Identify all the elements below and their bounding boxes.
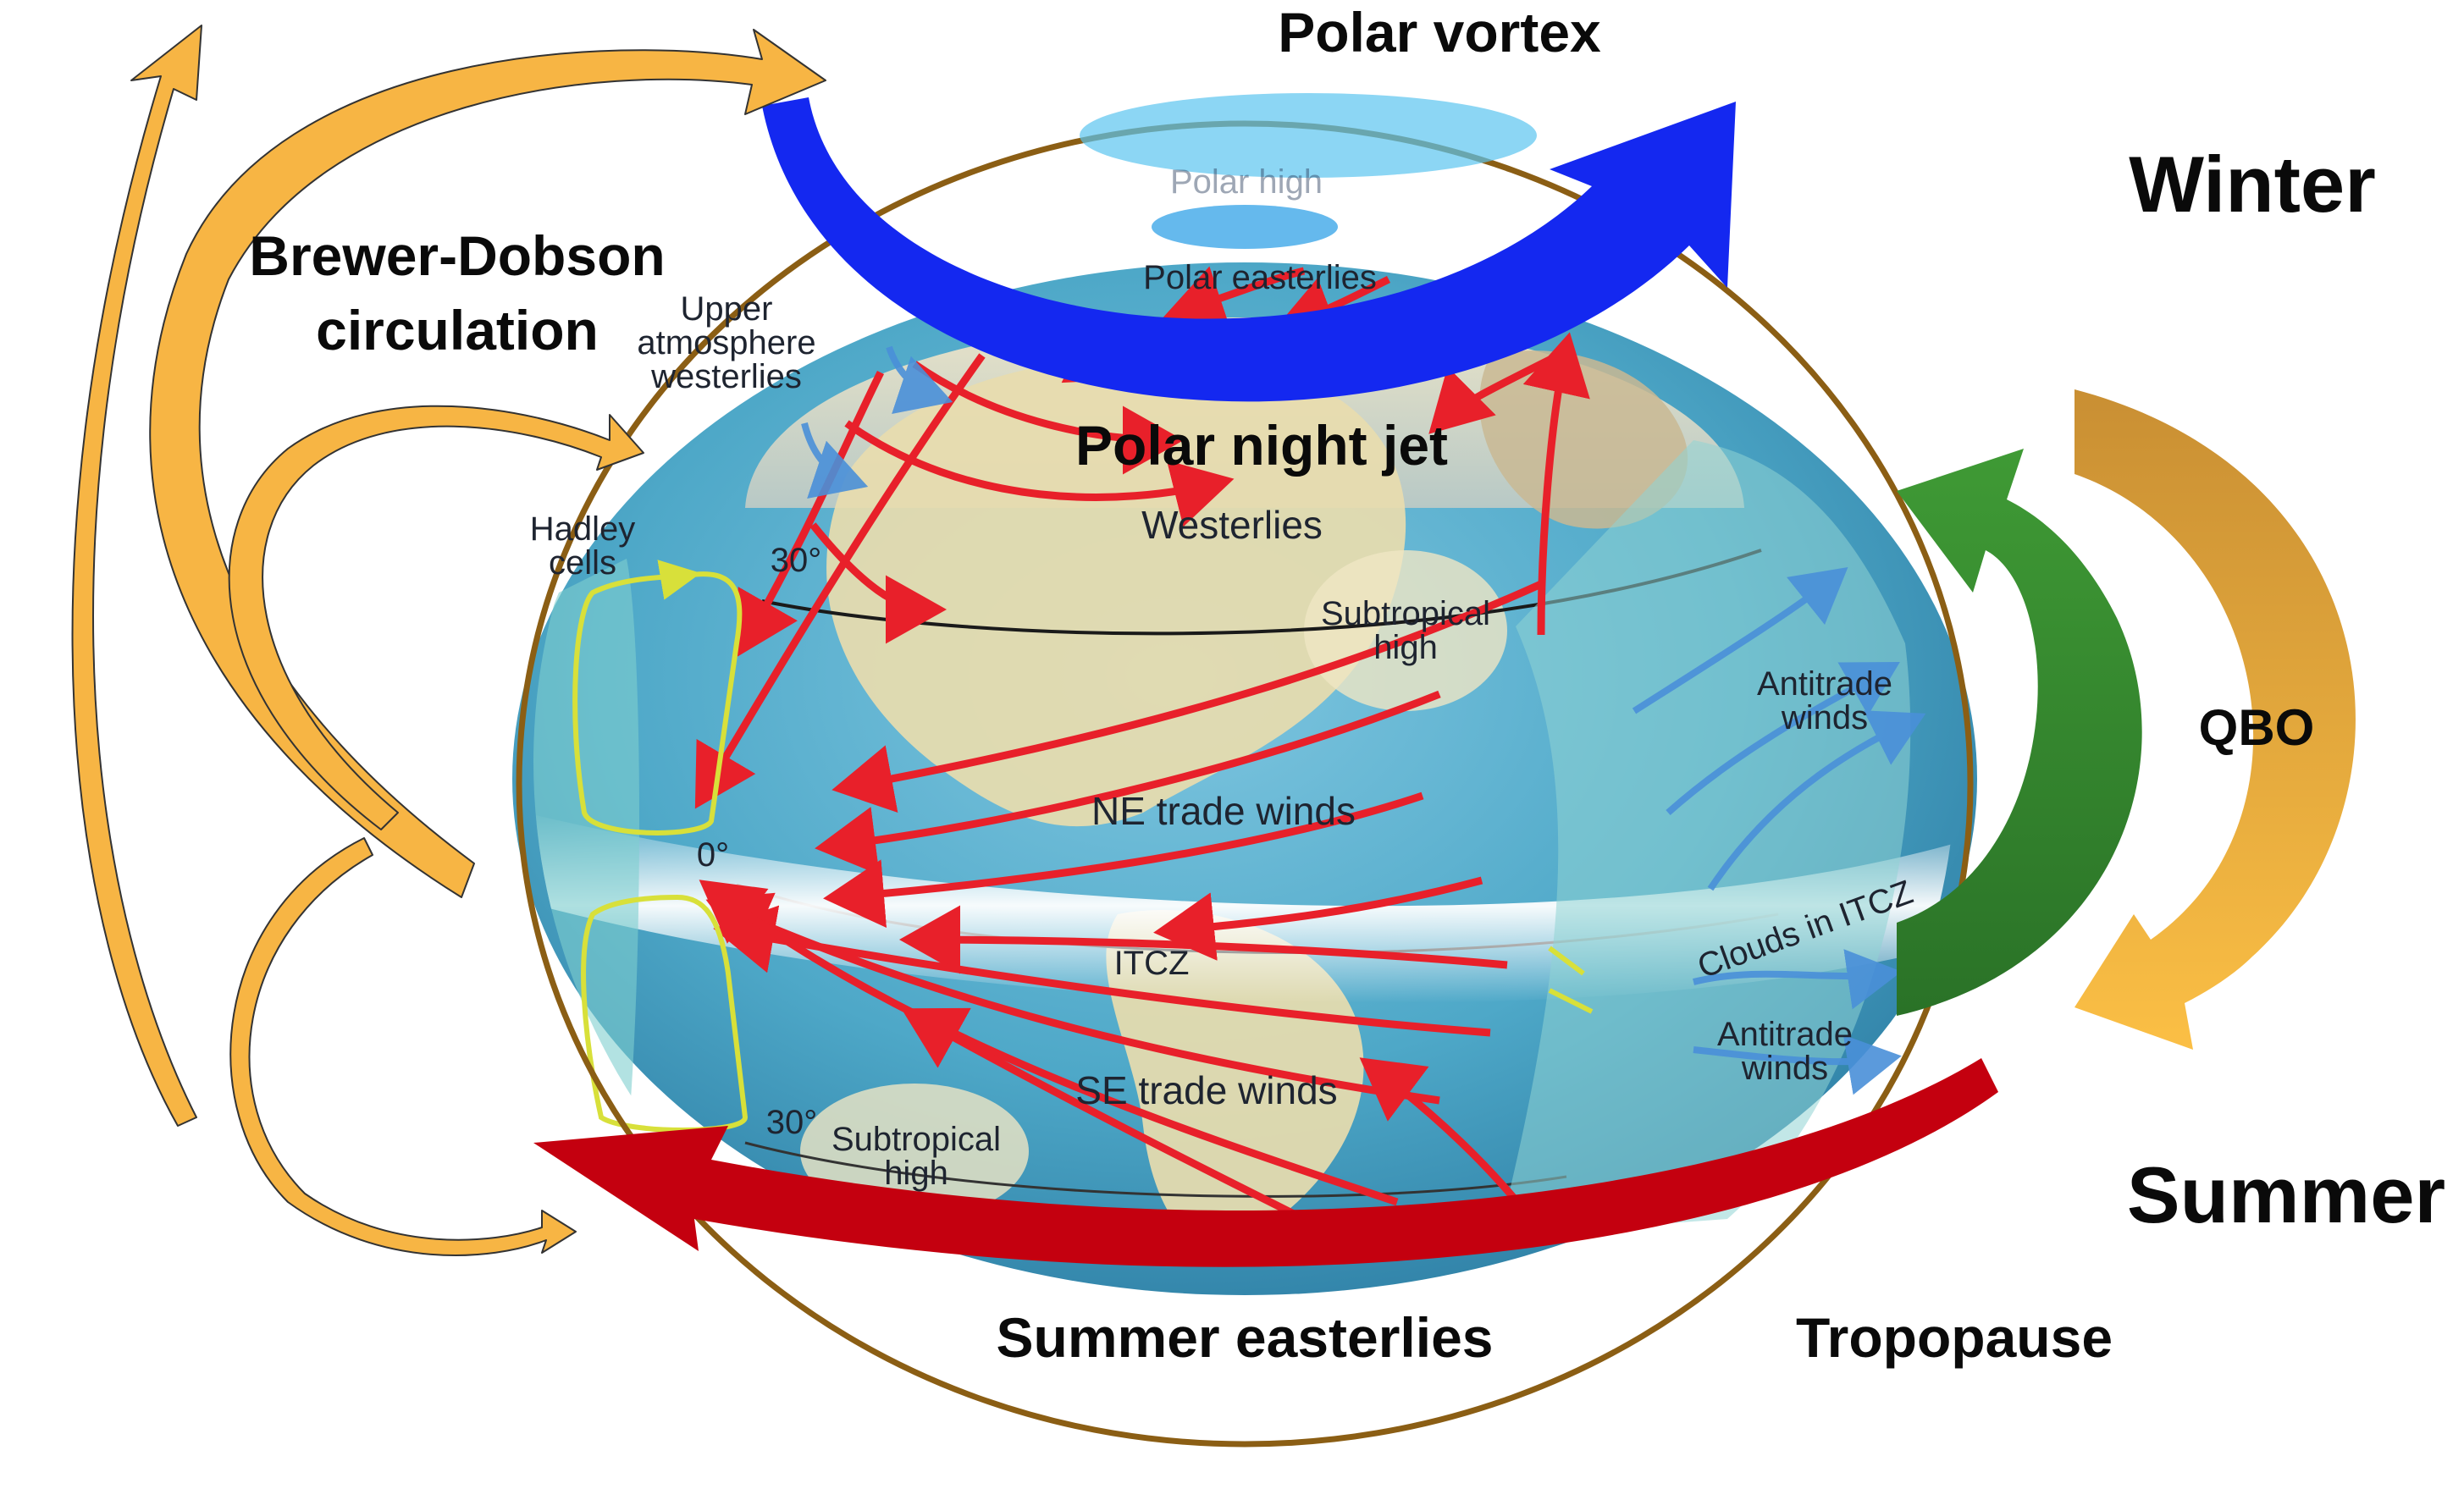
summer-label: Summer (2126, 1150, 2446, 1239)
antitrade-winds-line: winds (1781, 699, 1869, 736)
summer-easterlies-label: Summer easterlies (996, 1306, 1494, 1369)
tropopause-label: Tropopause (1795, 1306, 2113, 1369)
antitrade-winds-line: Antitrade (1716, 1016, 1854, 1053)
itcz-label: ITCZ (1113, 945, 1190, 982)
antitrade-winds-lower-label: Antitrade winds (1717, 1017, 1853, 1085)
polar-high-label: Polar high (1169, 163, 1323, 201)
brewer-dobson-label-line2: circulation (316, 299, 599, 361)
hadley-cells-label: Hadley cells (530, 512, 636, 580)
brewer-dobson-label-line1: Brewer-Dobson (249, 224, 666, 287)
antitrade-winds-line: Antitrade (1756, 665, 1893, 703)
subtropical-high-north-label: Subtropical high (1321, 597, 1490, 665)
latitude-30n-label: 30° (770, 542, 822, 579)
upper-westerlies-line: westerlies (651, 358, 802, 395)
antitrade-winds-line: winds (1741, 1050, 1829, 1087)
hadley-cells-line: Hadley (529, 510, 636, 548)
subtropical-high-line: Subtropical (831, 1121, 1002, 1158)
westerlies-label: Westerlies (1141, 503, 1323, 547)
latitude-30s-label: 30° (765, 1104, 818, 1141)
hadley-cell-loops (572, 574, 1594, 1133)
subtropical-high-south-label: Subtropical high (831, 1122, 1001, 1190)
summer-easterlies-arrow (533, 1058, 1998, 1267)
polar-vortex-label: Polar vortex (1278, 1, 1601, 63)
polar-vortex-cap (1080, 93, 1537, 178)
qbo-label: QBO (2198, 699, 2315, 756)
upper-westerlies-line: atmosphere (637, 324, 816, 361)
se-trade-winds-label: SE trade winds (1075, 1068, 1338, 1112)
polar-night-jet-label: Polar night jet (1075, 414, 1449, 477)
brewer-dobson-arrows (71, 25, 826, 1257)
qbo-arrows (1897, 389, 2356, 1050)
upper-westerlies-line: Upper (680, 290, 773, 328)
upper-wind-arrows (801, 345, 1926, 1095)
ne-trade-winds-label: NE trade winds (1091, 789, 1356, 833)
subtropical-high-line: high (1373, 629, 1438, 666)
hadley-cells-line: cells (548, 544, 617, 582)
antitrade-winds-upper-label: Antitrade winds (1757, 667, 1892, 735)
upper-westerlies-label: Upper atmosphere westerlies (637, 292, 815, 394)
polar-night-jet-arrow (762, 97, 1736, 402)
winter-label: Winter (2129, 140, 2376, 229)
subtropical-high-line: Subtropical (1320, 595, 1491, 632)
polar-easterlies-label: Polar easterlies (1143, 259, 1377, 296)
latitude-0-label: 0° (696, 836, 730, 874)
subtropical-high-line: high (884, 1155, 948, 1192)
